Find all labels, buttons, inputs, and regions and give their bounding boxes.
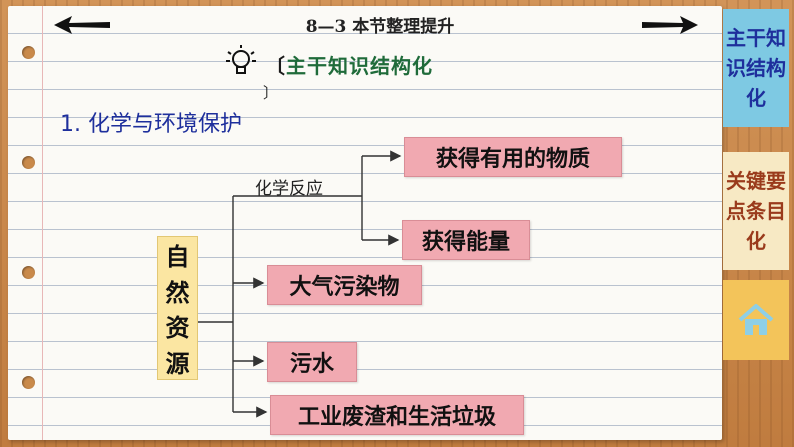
bracket-open: 〔 — [265, 54, 286, 78]
home-icon — [738, 304, 774, 335]
bracket-close: 〕 — [263, 84, 279, 102]
section-heading-text: 主干知识结构化 — [286, 54, 433, 78]
margin-line — [42, 6, 43, 440]
tab-label: 主干知识结构化 — [726, 26, 786, 110]
tab-main-knowledge[interactable]: 主干知识结构化 — [723, 9, 789, 127]
subtitle: 1. 化学与环境保护 — [60, 112, 242, 137]
header-title: 8—3 本节整理提升 — [305, 17, 455, 37]
edge-label-chemical-reaction: 化学反应 — [255, 179, 323, 199]
home-button[interactable] — [723, 280, 789, 360]
root-node-natural-resources: 自 然 资 源 — [157, 236, 198, 380]
node-useful-substances: 获得有用的物质 — [404, 137, 622, 177]
root-char: 自 — [165, 243, 190, 272]
node-sewage: 污水 — [267, 342, 357, 382]
arrow-right-icon[interactable] — [640, 14, 700, 36]
lightbulb-icon — [226, 45, 256, 74]
tab-label: 关键要点条目化 — [726, 169, 786, 253]
binder-hole — [22, 376, 35, 389]
node-residue-garbage: 工业废渣和生活垃圾 — [270, 395, 524, 435]
root-char: 然 — [165, 278, 190, 307]
root-char: 资 — [165, 314, 190, 343]
node-energy: 获得能量 — [402, 220, 530, 260]
root-char: 源 — [165, 349, 190, 378]
tab-key-points[interactable]: 关键要点条目化 — [723, 152, 789, 270]
node-air-pollutants: 大气污染物 — [267, 265, 422, 305]
binder-hole — [22, 46, 35, 59]
arrow-left-icon[interactable] — [52, 14, 112, 36]
binder-hole — [22, 156, 35, 169]
notebook-page — [8, 6, 722, 440]
section-heading: 〔主干知识结构化 — [265, 50, 433, 79]
binder-hole — [22, 266, 35, 279]
